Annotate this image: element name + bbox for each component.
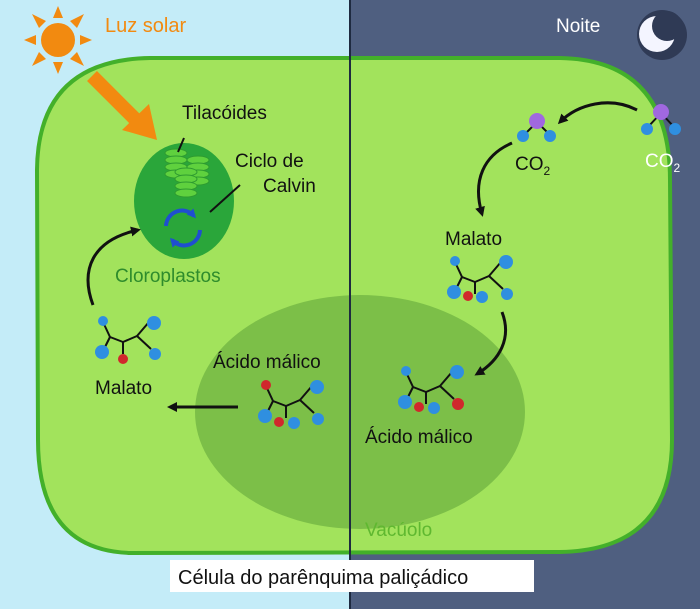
light-arrow (87, 71, 157, 140)
label-cloroplastos: Cloroplastos (115, 266, 221, 287)
co2-molecule-outer (641, 104, 681, 135)
label-luz-solar: Luz solar (105, 15, 186, 37)
crescent-moon-icon (637, 10, 687, 60)
malate-molecule-day (95, 316, 161, 364)
malic-acid-molecule-day (258, 380, 324, 429)
arrow-co2-in (557, 101, 638, 125)
caption-box (170, 560, 534, 592)
caption: Célula do parênquima paliçádico (178, 567, 468, 589)
co2-inner-subscript: 2 (544, 164, 551, 178)
label-co2-outer: CO2 (645, 151, 681, 175)
thylakoid-stacks (164, 137, 210, 198)
label-co2-inner: CO2 (515, 154, 551, 178)
co2-inner-text: CO (515, 154, 544, 175)
sun-icon (24, 6, 92, 74)
co2-outer-subscript: 2 (674, 161, 681, 175)
label-acido-malico-night: Ácido málico (365, 427, 473, 448)
label-acido-malico-day: Ácido málico (213, 352, 321, 373)
arrow-co2-to-malate (475, 141, 513, 217)
malate-molecule-night (447, 255, 513, 303)
arrow-malate-to-malic-acid (474, 311, 508, 376)
label-tilacoides: Tilacóides (182, 103, 267, 124)
calvin-cycle-icon (164, 208, 202, 248)
label-malato-night: Malato (445, 229, 502, 250)
label-vacuolo: Vacúolo (365, 520, 432, 541)
arrow-malate-to-chloroplast (86, 226, 141, 306)
label-noite: Noite (556, 16, 600, 37)
label-malato-day: Malato (95, 378, 152, 399)
chloroplast (134, 137, 241, 259)
vacuole (195, 295, 525, 529)
co2-molecule-inner (517, 113, 556, 142)
co2-outer-text: CO (645, 151, 674, 172)
label-calvin: Calvin (263, 176, 316, 197)
label-ciclo-de: Ciclo de (235, 151, 304, 172)
malic-acid-molecule-night (398, 365, 464, 414)
